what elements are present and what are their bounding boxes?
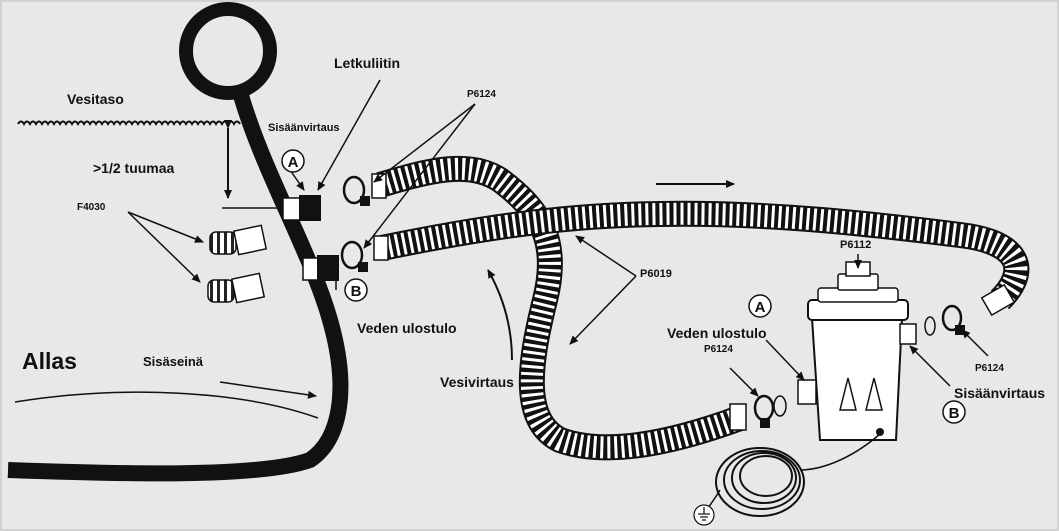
label-letkuliitin: Letkuliitin: [334, 55, 400, 71]
hose-cuff: [730, 404, 746, 430]
o-ring: [925, 317, 935, 335]
svg-text:B: B: [351, 283, 362, 300]
power-cord-coil: [708, 434, 880, 516]
label-p6124-top: P6124: [467, 89, 496, 100]
label-p6019: P6019: [640, 268, 672, 280]
label-sisaanvirtaus-small: Sisäänvirtaus: [268, 122, 340, 134]
pump-clamp-left: [755, 396, 773, 428]
label-veden-ulostulo-right: Veden ulostulo: [667, 325, 767, 341]
clamp-lower: [342, 242, 368, 272]
strainer-upper: [210, 225, 266, 254]
filter-pump: [798, 262, 916, 440]
label-sisasein: Sisäseinä: [143, 354, 204, 369]
flow-arrow-up: [488, 270, 512, 360]
marker-b-pump: B: [943, 401, 965, 423]
o-ring: [774, 396, 786, 416]
marker-a-wall: A: [282, 150, 304, 172]
label-vesivirtaus: Vesivirtaus: [440, 374, 514, 390]
hose-cuff: [374, 236, 388, 260]
wall-connector-a: [283, 195, 321, 221]
hose-lower: [382, 214, 1016, 300]
label-p6124-left-pump: P6124: [704, 344, 733, 355]
label-veden-ulostulo-left: Veden ulostulo: [357, 320, 457, 336]
water-level-line: [18, 122, 240, 125]
svg-text:A: A: [755, 299, 766, 316]
label-allas: Allas: [22, 348, 77, 374]
svg-text:A: A: [288, 154, 299, 171]
marker-a-pump: A: [749, 295, 771, 317]
strainer-lower: [208, 273, 264, 302]
label-f4030: F4030: [77, 202, 106, 213]
wall-connector-b: [303, 255, 339, 281]
clamp-upper: [344, 177, 370, 206]
label-tuumaa: >1/2 tuumaa: [93, 160, 175, 176]
label-sisaanvirtaus-right: Sisäänvirtaus: [954, 385, 1045, 401]
marker-b-wall: B: [345, 279, 367, 301]
label-p6124-right-pump: P6124: [975, 363, 1004, 374]
pool-wall: [8, 9, 340, 473]
label-vesitaso: Vesitaso: [67, 91, 124, 107]
svg-text:B: B: [949, 405, 960, 422]
pool-floor-line: [15, 392, 318, 418]
label-p6112: P6112: [840, 239, 871, 251]
ground-icon: [694, 505, 714, 525]
